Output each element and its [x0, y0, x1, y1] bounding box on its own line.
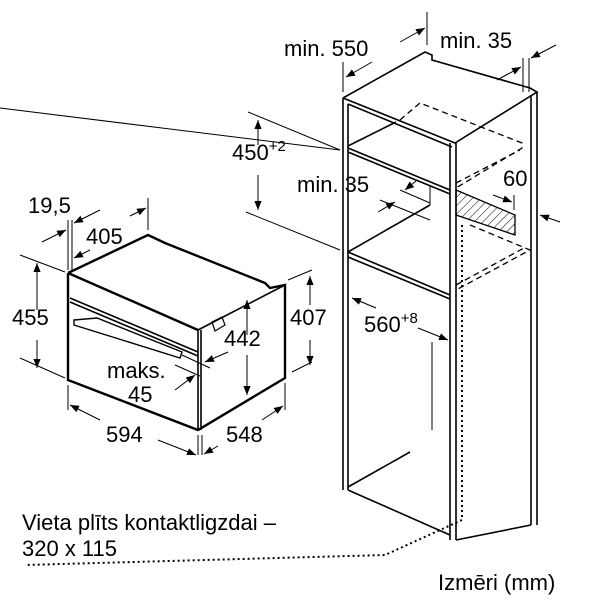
- depth-label: 548: [226, 422, 263, 447]
- vent-label: 60: [503, 166, 528, 191]
- niche-back-gap-label: min. 35: [440, 28, 513, 53]
- width-label: 594: [106, 422, 143, 447]
- handle-label: maks.: [107, 358, 166, 383]
- niche-depth-label: min. 550: [284, 36, 369, 61]
- body-height-label: 442: [224, 326, 261, 351]
- caption-line-1: Vieta plīts kontaktligzdai –: [22, 510, 276, 535]
- niche-cabinet: [0, 12, 561, 566]
- units-label: Izmēri (mm): [438, 570, 556, 595]
- top-depth-label: 405: [86, 224, 123, 249]
- handle-value: 45: [128, 382, 153, 407]
- niche-front-gap-label: min. 35: [297, 172, 370, 197]
- niche-height-label: 450+2: [232, 138, 286, 165]
- panel-depth-label: 19,5: [28, 193, 71, 218]
- niche-width-label: 560+8: [364, 310, 418, 337]
- side-height-label: 407: [290, 305, 327, 330]
- caption-line-2: 320 x 115: [22, 536, 118, 561]
- front-height-label: 455: [12, 305, 49, 330]
- oven-appliance: [19, 198, 314, 456]
